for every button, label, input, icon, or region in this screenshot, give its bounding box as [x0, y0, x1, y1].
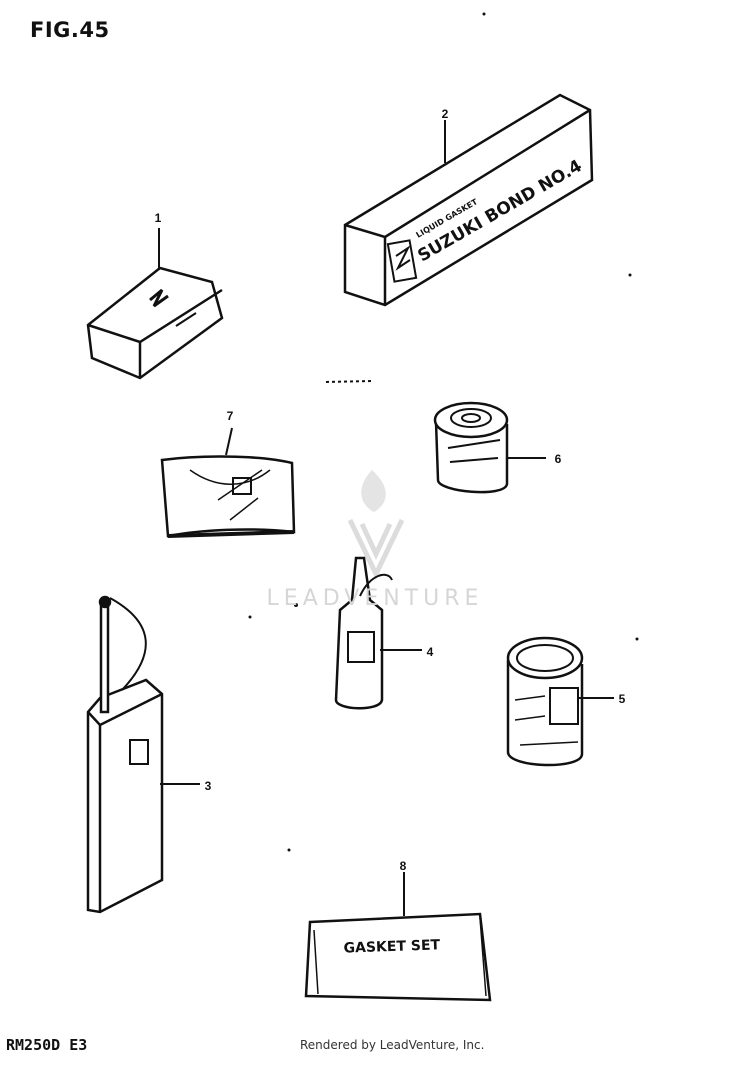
oil-bottle-icon[interactable] — [334, 556, 393, 710]
callout-5: 5 — [619, 692, 626, 706]
leader-lines — [158, 120, 614, 916]
small-can-icon[interactable] — [433, 401, 509, 494]
gasket-set-icon[interactable] — [304, 912, 492, 1002]
model-code: RM250D E3 — [6, 1036, 88, 1054]
figure-title: FIG.45 — [30, 18, 110, 42]
callout-6: 6 — [555, 452, 562, 466]
callout-1: 1 — [155, 211, 162, 225]
watermark-text: LEADVENTURE — [266, 586, 484, 611]
callout-2: 2 — [442, 107, 449, 121]
callout-3: 3 — [205, 779, 212, 793]
large-can-icon[interactable] — [506, 636, 584, 767]
callout-7: 7 — [227, 409, 234, 423]
tool-pouch-icon[interactable] — [86, 266, 224, 380]
scan-specks — [248, 12, 639, 852]
callout-4: 4 — [427, 645, 434, 659]
callout-8: 8 — [400, 859, 407, 873]
flame-v-logo-icon — [347, 470, 405, 580]
footer-credit: Rendered by LeadVenture, Inc. — [300, 1038, 485, 1052]
gasket-set-label: GASKET SET — [343, 937, 440, 956]
bag-icon[interactable] — [160, 455, 296, 538]
fuel-can-icon[interactable] — [86, 595, 164, 914]
bond-box-icon[interactable] — [343, 93, 594, 307]
